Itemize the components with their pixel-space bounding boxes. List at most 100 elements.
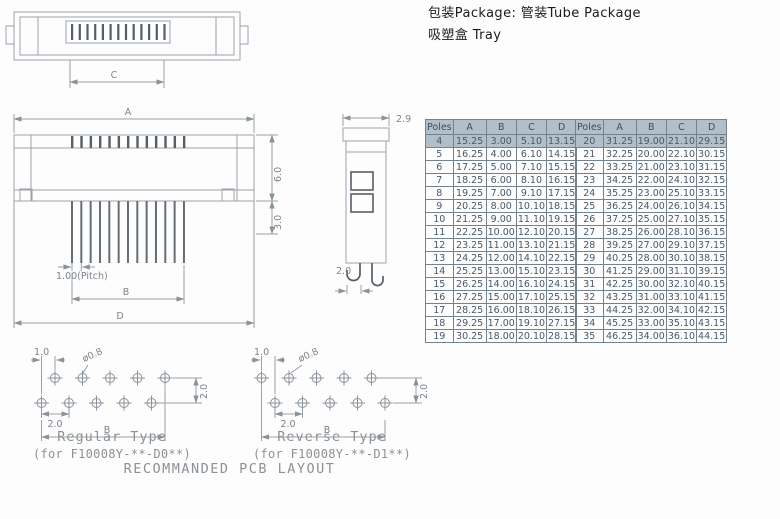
- column-header: D: [546, 119, 578, 135]
- dim-cell: 27.10: [665, 212, 698, 226]
- dim-cell: 30.00: [635, 277, 667, 291]
- dim-cell: 15: [425, 277, 454, 291]
- dim-b: [71, 265, 185, 304]
- dim-cell: 19: [425, 329, 454, 343]
- dim-cell: 17.25: [452, 160, 487, 174]
- dim-cell: 29.15: [696, 134, 728, 148]
- dim-pitch: [58, 263, 95, 271]
- pcb-layout-regular: 1.0 ø0.8 2.0 2.0 B: [31, 346, 210, 441]
- dim-label-pitch: 1.00(Pitch): [56, 271, 108, 282]
- dim-cell: 9.00: [485, 212, 517, 226]
- dim-cell: 34.15: [696, 199, 728, 213]
- dim-cell: 25.00: [635, 212, 667, 226]
- dim-cell: 13: [425, 251, 454, 265]
- dim-cell: 35.15: [696, 212, 728, 226]
- dim-cell: 26.00: [635, 225, 667, 239]
- dim-cell: 13.00: [485, 264, 517, 278]
- connector-side-outline: [342, 127, 390, 264]
- dim-cell: 24.25: [452, 251, 487, 265]
- dim-cell: 20.10: [515, 329, 548, 343]
- dim-cell: 16.15: [546, 173, 578, 187]
- dim-cell: 32: [575, 290, 604, 304]
- dim-cell: 30: [575, 264, 604, 278]
- dim-cell: 22: [575, 160, 604, 174]
- column-header: A: [602, 119, 637, 135]
- dim-cell: 7: [425, 173, 454, 187]
- dim-cell: 9: [425, 199, 454, 213]
- dim-label-c: C: [111, 70, 118, 81]
- reverse-type-caption: Reverse Type (for F10008Y-**-D1**): [232, 429, 432, 461]
- dim-cell: 26.15: [546, 303, 578, 317]
- dim-cell: 27.00: [635, 238, 667, 252]
- dim-pcb-b: [261, 386, 386, 441]
- column-header: Poles: [575, 119, 604, 135]
- dim-cell: 35.25: [602, 186, 637, 200]
- dim-cell: 17.10: [515, 290, 548, 304]
- dim-cell: 28.15: [546, 329, 578, 343]
- dim-cell: 21.10: [665, 134, 698, 148]
- dim-label-side-width: 2.9: [396, 114, 411, 125]
- dim-cell: 25.25: [452, 264, 487, 278]
- dim-row-offset: [31, 356, 65, 394]
- dim-cell: 18.00: [485, 329, 517, 343]
- dim-cell: 23.00: [635, 186, 667, 200]
- dim-cell: 8: [425, 186, 454, 200]
- dim-label-b: B: [123, 287, 130, 298]
- dim-cell: 22.00: [635, 173, 667, 187]
- dim-row-offset: [251, 356, 285, 394]
- dim-cell: 27.25: [452, 290, 487, 304]
- dim-cell: 20: [575, 134, 604, 148]
- dim-pad-pitch: [274, 410, 303, 418]
- dim-cell: 28.00: [635, 251, 667, 265]
- dim-cell: 29.00: [635, 264, 667, 278]
- package-line-1: 包装Package: 管装Tube Package: [428, 6, 641, 21]
- column-header: B: [485, 119, 517, 135]
- dim-cell: 11.10: [515, 212, 548, 226]
- dim-cell: 46.25: [602, 329, 637, 343]
- dim-cell: 33: [575, 303, 604, 317]
- dim-cell: 14.15: [546, 147, 578, 161]
- dim-cell: 23.10: [665, 160, 698, 174]
- dim-label-a: A: [125, 107, 132, 118]
- dim-cell: 31.10: [665, 264, 698, 278]
- side-pins: [346, 263, 384, 287]
- dim-cell: 16.25: [452, 147, 487, 161]
- connector-front-outline: [13, 134, 255, 202]
- dim-label-body-height: 6.0: [273, 167, 284, 182]
- dim-cell: 40.25: [602, 251, 637, 265]
- dim-cell: 40.15: [696, 277, 728, 291]
- package-line-2: 吸塑盒 Tray: [428, 28, 502, 43]
- dim-cell: 12.00: [485, 251, 517, 265]
- dim-cell: 7.10: [515, 160, 548, 174]
- dim-label-row-offset: 1.0: [254, 347, 269, 358]
- dim-label-row-gap: 2.0: [199, 384, 210, 399]
- dim-cell: 36.15: [696, 225, 728, 239]
- dim-cell: 32.00: [635, 303, 667, 317]
- dim-cell: 34.10: [665, 303, 698, 317]
- dim-cell: 35: [575, 329, 604, 343]
- dim-cell: 5.00: [485, 160, 517, 174]
- dim-cell: 30.10: [665, 251, 698, 265]
- hole-leader: [82, 364, 89, 374]
- dim-cell: 6.00: [485, 173, 517, 187]
- side-view-drawing: 2.9 2.0: [335, 114, 411, 294]
- column-header: Poles: [425, 119, 454, 135]
- dim-cell: 11: [425, 225, 454, 239]
- dim-pad-pitch: [41, 410, 70, 418]
- column-header: A: [452, 119, 487, 135]
- dim-label-row-gap: 2.0: [419, 384, 430, 399]
